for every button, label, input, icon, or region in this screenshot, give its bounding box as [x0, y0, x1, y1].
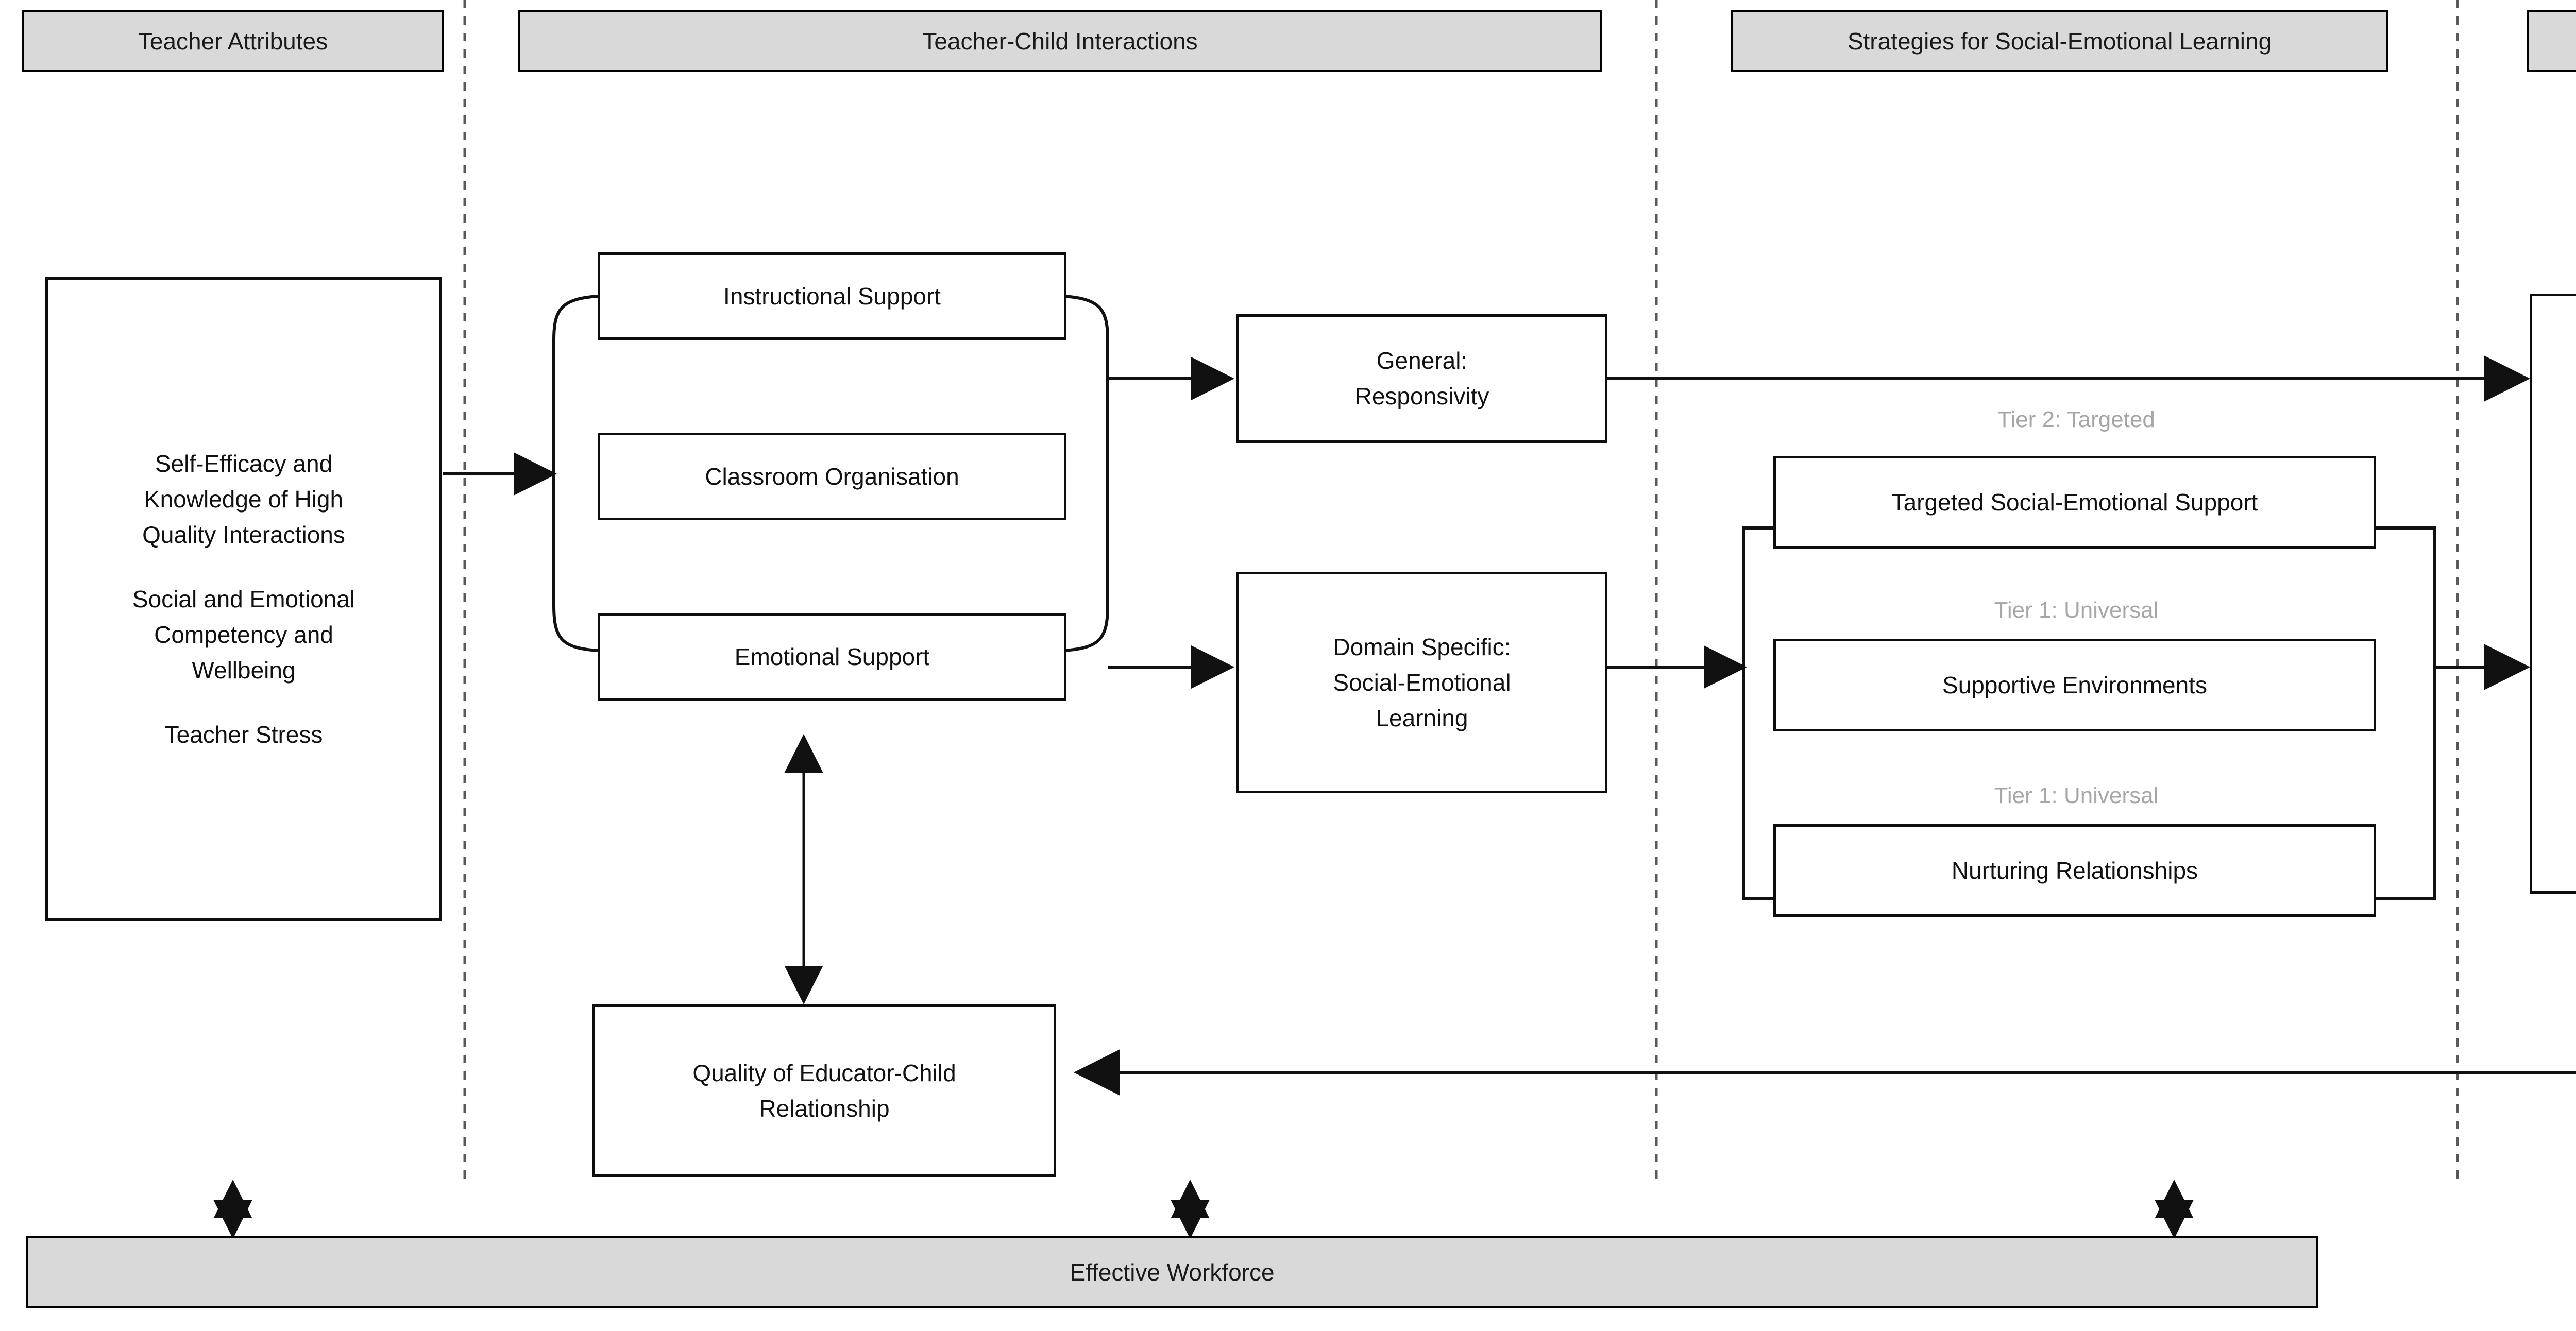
box-label: Supportive Environments	[1942, 671, 2207, 698]
header-social-emotional-child-outcome: Social-Emotional Child Outcome	[2527, 10, 2576, 72]
box-nurturing-relationships: Nurturing Relationships	[1773, 824, 2376, 917]
attribute-group: Social and Emotional Competency and Well…	[132, 582, 355, 688]
effective-workforce-bar: Effective Workforce	[26, 1236, 2318, 1308]
header-teacher-child-interactions: Teacher-Child Interactions	[518, 10, 1602, 72]
header-label: Strategies for Social-Emotional Learning	[1847, 28, 2272, 55]
brace-right-strategies	[2375, 526, 2436, 900]
box-label: Classroom Organisation	[705, 463, 959, 490]
box-quality-educator-child-relationship: Quality of Educator-Child Relationship	[592, 1004, 1056, 1177]
attribute-line: Competency and	[154, 621, 333, 648]
box-general-responsivity: General: Responsivity	[1236, 314, 1607, 443]
box-classroom-organisation: Classroom Organisation	[598, 433, 1066, 520]
brace-right-interactions	[1063, 295, 1109, 652]
box-label-line: Learning	[1376, 704, 1468, 731]
attribute-line: Quality Interactions	[142, 521, 345, 548]
attribute-line: Social and Emotional	[132, 585, 355, 612]
arrow-outcome-to-quality-relationship	[1074, 1049, 2576, 1096]
attribute-group: Teacher Stress	[165, 717, 323, 753]
box-targeted-social-emotional-support: Targeted Social-Emotional Support	[1773, 456, 2376, 549]
box-label: Instructional Support	[723, 282, 941, 310]
attribute-line: Self-Efficacy and	[155, 450, 333, 477]
box-label: Targeted Social-Emotional Support	[1891, 488, 2258, 516]
header-label: Teacher Attributes	[138, 28, 328, 55]
effective-workforce-label: Effective Workforce	[1070, 1259, 1275, 1286]
header-strategies-sel: Strategies for Social-Emotional Learning	[1731, 10, 2388, 72]
box-label-line: Quality of Educator-Child	[692, 1059, 956, 1086]
attribute-line: Wellbeing	[192, 656, 296, 684]
box-domain-specific-sel: Domain Specific: Social-Emotional Learni…	[1236, 572, 1607, 793]
attribute-line: Teacher Stress	[164, 721, 323, 748]
tier-label-targeted: Tier 2: Targeted	[1997, 407, 2155, 432]
tier-label-universal-supportive: Tier 1: Universal	[1994, 598, 2159, 623]
brace-left-interactions	[552, 295, 598, 652]
attribute-line: Knowledge of High	[144, 485, 344, 513]
box-label-line: Responsivity	[1354, 383, 1489, 409]
box-label: Emotional Support	[734, 643, 930, 670]
attribute-group: Self-Efficacy and Knowledge of High Qual…	[142, 446, 345, 553]
box-social-emotional-child-outcome: Social-emotional competence Self-regulat…	[2530, 294, 2576, 894]
box-emotional-support: Emotional Support	[598, 613, 1066, 701]
header-label: Teacher-Child Interactions	[922, 28, 1198, 55]
box-instructional-support: Instructional Support	[598, 252, 1066, 340]
box-label-line: Relationship	[759, 1095, 890, 1122]
header-teacher-attributes: Teacher Attributes	[22, 10, 444, 72]
box-label: Nurturing Relationships	[1951, 857, 2198, 884]
teacher-attributes-box: Self-Efficacy and Knowledge of High Qual…	[45, 277, 442, 921]
tier-label-universal-nurturing: Tier 1: Universal	[1994, 783, 2159, 808]
box-label-line: Domain Specific:	[1333, 633, 1511, 660]
box-supportive-environments: Supportive Environments	[1773, 639, 2376, 731]
box-label-line: General:	[1376, 347, 1468, 374]
box-label-line: Social-Emotional	[1333, 669, 1511, 696]
